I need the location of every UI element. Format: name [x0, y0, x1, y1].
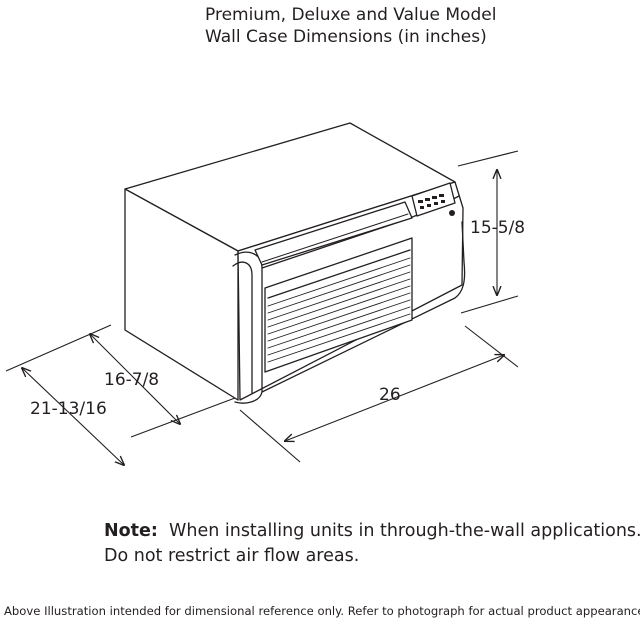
depth-outer-label: 21-13/16 [30, 399, 107, 419]
front-panel-outline [234, 251, 263, 404]
width-dimension-line [285, 355, 504, 441]
title-line-1: Premium, Deluxe and Value Model [205, 5, 497, 25]
title-line-2: Wall Case Dimensions (in inches) [205, 27, 487, 47]
depth-inner-dimension-line [90, 334, 180, 424]
depth-inner-label: 16-7/8 [104, 370, 159, 390]
width-label: 26 [379, 385, 401, 405]
control-buttons [418, 194, 455, 216]
installation-note: Note: When installing units in through-t… [104, 519, 640, 569]
height-label: 15-5/8 [470, 218, 525, 238]
lower-grille [264, 237, 413, 373]
note-line-2: Do not restrict air flow areas. [104, 546, 360, 566]
diagram-title: Premium, Deluxe and Value Model Wall Cas… [205, 4, 496, 48]
depth-outer-dimension-line [22, 368, 124, 465]
note-line-1: When installing units in through-the-wal… [169, 521, 640, 541]
note-label: Note: [104, 521, 158, 541]
upper-grille [254, 201, 413, 266]
disclaimer-footer: Above Illustration intended for dimensio… [4, 604, 640, 618]
